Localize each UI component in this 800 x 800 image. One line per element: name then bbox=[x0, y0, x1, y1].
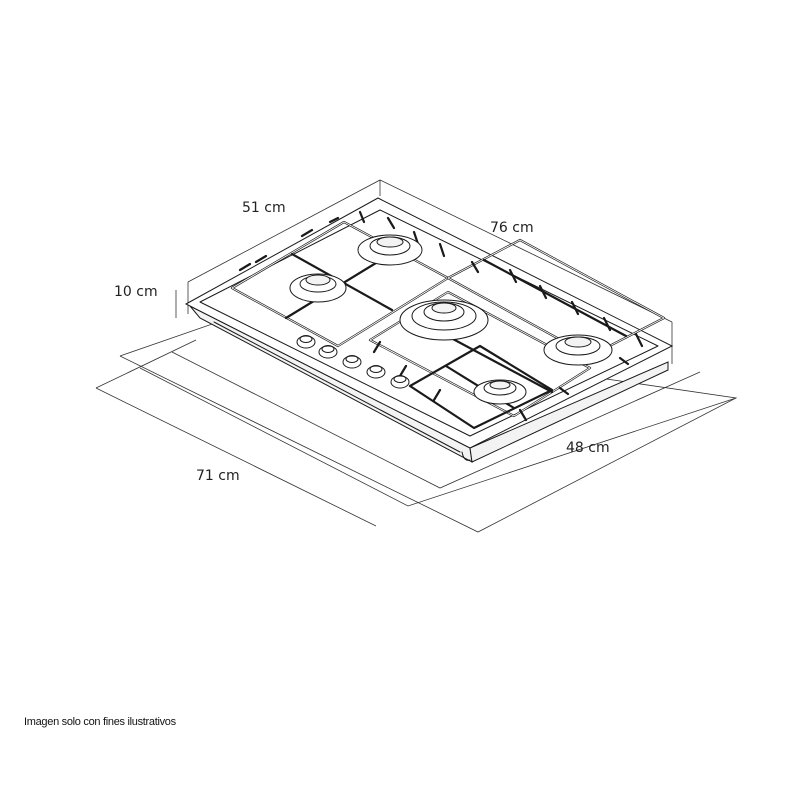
burners bbox=[289, 234, 613, 405]
knob-3[interactable] bbox=[342, 355, 362, 369]
burner-center-rear bbox=[357, 234, 423, 266]
dimension-labels: 51 cm 76 cm 10 cm 71 cm 48 cm bbox=[114, 200, 610, 484]
burner-wok-center bbox=[399, 299, 489, 341]
label-cutout-depth: 48 cm bbox=[566, 440, 610, 456]
knob-2[interactable] bbox=[318, 345, 338, 359]
knob-4[interactable] bbox=[366, 365, 386, 379]
label-cutout-width: 71 cm bbox=[196, 468, 240, 484]
label-height: 10 cm bbox=[114, 284, 158, 300]
label-width-top: 76 cm bbox=[490, 220, 534, 236]
bounding-box bbox=[175, 179, 673, 364]
cutout-outline bbox=[95, 321, 738, 533]
burner-left-rear bbox=[289, 273, 347, 303]
knob-5[interactable] bbox=[390, 375, 410, 389]
illustrative-caption: Imagen solo con fines ilustrativos bbox=[24, 716, 176, 728]
burner-front bbox=[473, 379, 527, 405]
burner-right bbox=[543, 334, 613, 366]
label-depth-top: 51 cm bbox=[242, 200, 286, 216]
knob-1[interactable] bbox=[296, 335, 316, 349]
control-knobs bbox=[296, 335, 410, 389]
